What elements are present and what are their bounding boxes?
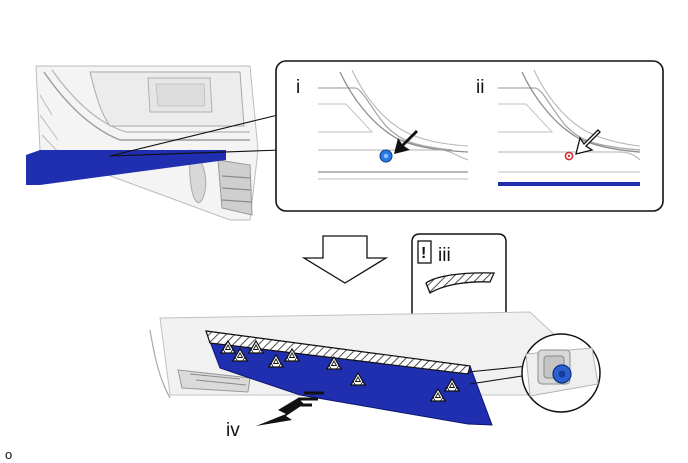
label-iv: iv [226, 420, 240, 441]
figure-code: o [5, 447, 12, 462]
callout-iii: ! iii [411, 233, 507, 361]
door-sill-view [26, 65, 259, 221]
inset-clip-detail: i ii [275, 60, 664, 212]
blue-strip [498, 182, 640, 186]
caution-mark: ! [421, 245, 426, 262]
panel-i: i [296, 69, 469, 180]
rocker-panel-view: iv [149, 311, 601, 441]
clip-magnifier [521, 333, 601, 413]
label-ii: ii [476, 77, 484, 98]
flow-arrow-icon [301, 235, 389, 284]
seal-section-icon [425, 272, 495, 294]
arrow-outline-icon [575, 129, 601, 155]
label-iii: iii [438, 245, 451, 266]
caution-icon [417, 240, 432, 264]
label-i: i [296, 77, 300, 98]
panel-ii: ii [476, 69, 641, 186]
arrow-solid-icon [394, 130, 418, 154]
seal-strip [205, 330, 471, 375]
pull-direction-arrow-icon [256, 391, 324, 426]
